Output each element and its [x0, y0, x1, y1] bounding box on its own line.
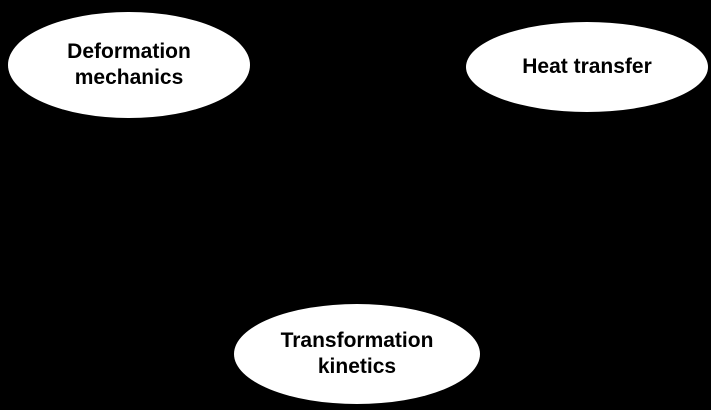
node-label-line2: mechanics: [74, 66, 184, 89]
node-label-line1: Transformation: [280, 328, 434, 352]
node-label-line2: kinetics: [317, 355, 397, 378]
node-label-line1: Heat transfer: [522, 54, 652, 78]
node-transformation-kinetics-label: Transformation kinetics: [281, 328, 434, 381]
node-heat-transfer: Heat transfer: [466, 22, 708, 112]
node-heat-transfer-label: Heat transfer: [522, 54, 652, 80]
node-deformation-mechanics-label: Deformation mechanics: [67, 39, 191, 92]
node-transformation-kinetics: Transformation kinetics: [234, 304, 480, 404]
node-label-line1: Deformation: [67, 39, 191, 63]
node-deformation-mechanics: Deformation mechanics: [8, 12, 250, 118]
